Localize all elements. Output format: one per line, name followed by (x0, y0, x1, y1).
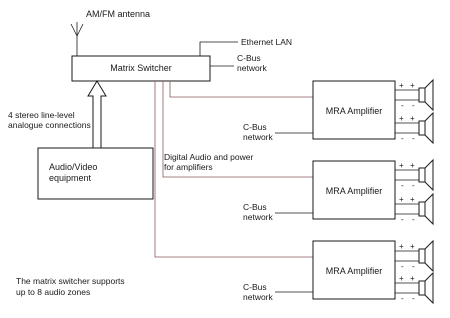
av-equipment-block (37, 147, 154, 200)
switcher-cbus-label-2: network (237, 63, 268, 73)
speaker-cone-icon (424, 271, 434, 305)
amplifier-cbus-label: C-Bus (243, 122, 267, 132)
antenna-label: AM/FM antenna (86, 9, 150, 19)
speaker-group-3: + + - - + + - - (395, 239, 434, 305)
minus-sign: - (412, 215, 415, 224)
speaker-icon (418, 248, 426, 264)
amplifier-block (312, 80, 396, 140)
zones-note: The matrix switcher supports (16, 276, 125, 286)
amplifier-cbus-label-2: network (243, 212, 274, 222)
matrix-switcher-label: Matrix Switcher (110, 63, 172, 73)
minus-sign: - (412, 134, 415, 143)
minus-sign: - (412, 181, 415, 190)
minus-sign: - (401, 134, 404, 143)
inputs-label-2: analogue connections (8, 120, 91, 130)
plus-sign: + (410, 161, 415, 170)
amplifier-1: MRA Amplifier C-Bus network (243, 80, 396, 142)
amplifier-3: MRA Amplifier C-Bus network (243, 240, 396, 302)
plus-sign: + (410, 81, 415, 90)
speaker-icon (418, 87, 426, 103)
switcher-cbus-label: C-Bus (237, 53, 261, 63)
plus-sign: + (410, 274, 415, 283)
digital-audio-label: Digital Audio and power (164, 152, 253, 162)
amplifier-2: MRA Amplifier C-Bus network (243, 160, 396, 222)
speaker-cone-icon (424, 192, 434, 226)
plus-sign: + (399, 242, 404, 251)
speaker-icon (418, 120, 426, 136)
speaker-group-2: + + - - + + - - (395, 158, 434, 226)
speaker-icon (418, 201, 426, 217)
plus-sign: + (410, 114, 415, 123)
amplifier-block (312, 160, 396, 220)
amplifier-label: MRA Amplifier (326, 106, 383, 116)
matrix-switcher-block (71, 55, 211, 82)
plus-sign: + (399, 274, 404, 283)
av-equipment-label-2: equipment (49, 173, 92, 183)
plus-sign: + (399, 161, 404, 170)
plus-sign: + (399, 114, 404, 123)
minus-sign: - (401, 215, 404, 224)
plus-sign: + (410, 195, 415, 204)
minus-sign: - (401, 294, 404, 303)
av-equipment-label: Audio/Video (49, 162, 97, 172)
speaker-group-1: + + - - + + - - (395, 78, 434, 145)
speaker-cone-icon (424, 158, 434, 192)
amplifier-cbus-label: C-Bus (243, 282, 267, 292)
amplifier-block (312, 240, 396, 300)
inputs-label: 4 stereo line-level (8, 110, 75, 120)
amplifier-cbus-label-2: network (243, 292, 274, 302)
speaker-icon (418, 280, 426, 296)
feed-line-1 (169, 81, 318, 98)
plus-sign: + (410, 242, 415, 251)
speaker-cone-icon (424, 111, 434, 145)
feed-line-3 (154, 81, 318, 258)
minus-sign: - (401, 181, 404, 190)
ethernet-label: Ethernet LAN (241, 37, 292, 47)
speaker-cone-icon (424, 239, 434, 273)
digital-audio-label-2: for amplifiers (164, 162, 213, 172)
amplifier-label: MRA Amplifier (326, 186, 383, 196)
plus-sign: + (399, 81, 404, 90)
amplifier-label: MRA Amplifier (326, 266, 383, 276)
amplifier-cbus-label: C-Bus (243, 202, 267, 212)
input-arrow (87, 80, 107, 149)
speaker-cone-icon (424, 78, 434, 112)
zones-note-2: up to 8 audio zones (16, 287, 90, 297)
feed-line-2 (162, 81, 318, 178)
antenna-icon (70, 22, 84, 56)
minus-sign: - (412, 262, 415, 271)
minus-sign: - (401, 101, 404, 110)
minus-sign: - (412, 101, 415, 110)
minus-sign: - (412, 294, 415, 303)
plus-sign: + (399, 195, 404, 204)
amplifier-cbus-label-2: network (243, 132, 274, 142)
ethernet-line (199, 41, 238, 56)
speaker-icon (418, 167, 426, 183)
minus-sign: - (401, 262, 404, 271)
